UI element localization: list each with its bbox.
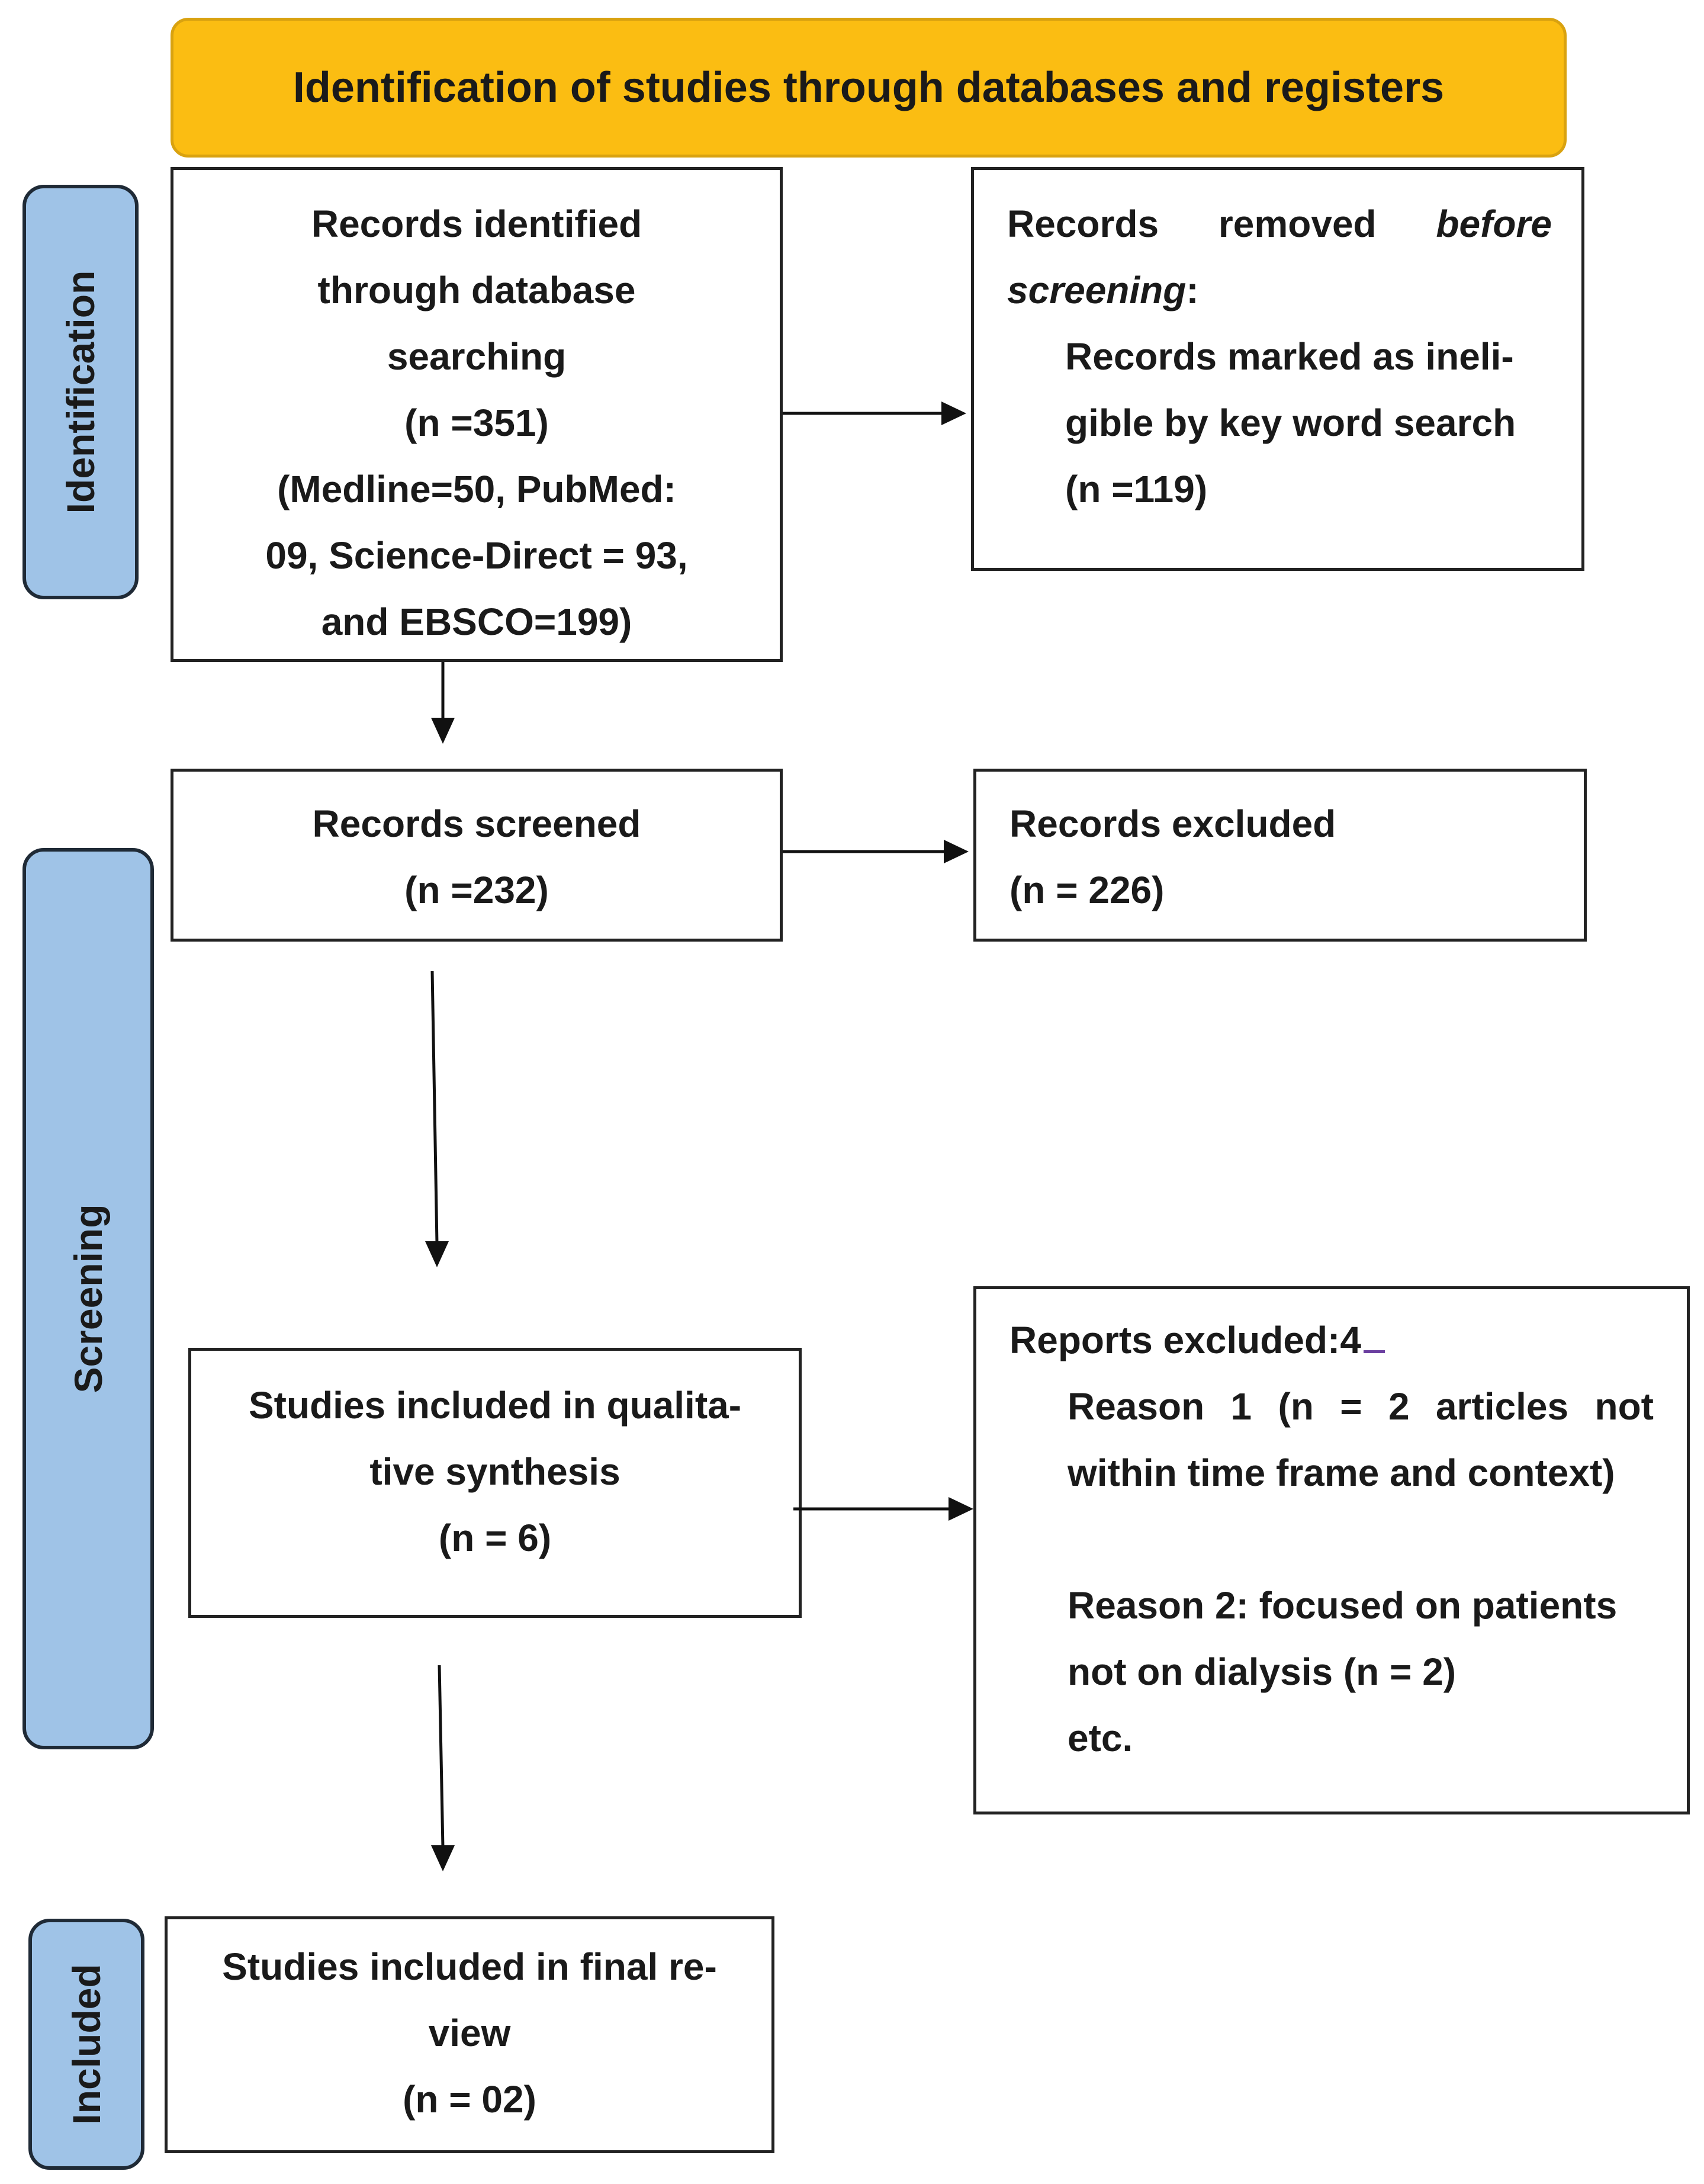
records-removed-subheading: screening: bbox=[1007, 257, 1552, 323]
etc-line: etc. bbox=[1068, 1717, 1133, 1759]
reports-excluded-title-text: Reports excluded:4 bbox=[1009, 1319, 1361, 1361]
final-review-box: Studies included in final re- view (n = … bbox=[165, 1916, 774, 2153]
records-identified-line: through database bbox=[317, 269, 636, 311]
records-identified-count: (n =351) bbox=[404, 402, 549, 444]
reason-2-line: not on dialysis (n = 2) bbox=[1068, 1650, 1457, 1693]
qualitative-synthesis-count: (n = 6) bbox=[438, 1517, 552, 1559]
records-removed-detail: gible by key word search bbox=[1065, 402, 1516, 444]
records-removed-word: Records bbox=[1007, 203, 1159, 245]
records-screened-box: Records screened (n =232) bbox=[171, 769, 783, 942]
reason-1: Reason 1 (n = 2 articles not within time… bbox=[1009, 1373, 1654, 1771]
records-excluded-box: Records excluded (n = 226) bbox=[973, 769, 1587, 942]
records-removed-box: Records removed before screening: Record… bbox=[971, 167, 1584, 571]
records-removed-detail: Records marked as ineli- bbox=[1065, 335, 1514, 378]
header-title: Identification of studies through databa… bbox=[292, 64, 1445, 111]
reason-1-word: Reason bbox=[1068, 1385, 1205, 1428]
records-screened-label: Records screened bbox=[312, 802, 641, 845]
reason-2-line: Reason 2: focused on patients bbox=[1068, 1584, 1618, 1627]
final-review-line: view bbox=[428, 2012, 511, 2054]
records-identified-line: and EBSCO=199) bbox=[321, 600, 632, 643]
reports-excluded-box: Reports excluded:4 Reason 1 (n = 2 artic… bbox=[973, 1286, 1690, 1814]
stage-identification: Identification bbox=[22, 185, 139, 599]
colon: : bbox=[1186, 269, 1199, 311]
reason-1-line-2: within time frame and context) bbox=[1068, 1451, 1615, 1494]
arrowhead bbox=[944, 840, 969, 863]
reason-1-line: Reason 1 (n = 2 articles not bbox=[1068, 1373, 1654, 1440]
reports-excluded-title: Reports excluded:4 bbox=[1009, 1307, 1654, 1373]
arrow-screened-to-qualitative bbox=[430, 971, 439, 1244]
records-removed-word: before bbox=[1436, 203, 1552, 245]
reason-1-word: = bbox=[1340, 1385, 1362, 1428]
records-identified-line: (Medline=50, PubMed: bbox=[277, 468, 676, 510]
reason-1-word: articles bbox=[1435, 1385, 1569, 1428]
screening-italic: screening bbox=[1007, 269, 1187, 311]
records-screened-count: (n =232) bbox=[404, 869, 549, 911]
stage-screening: Screening bbox=[22, 848, 154, 1749]
records-excluded-count: (n = 226) bbox=[1009, 869, 1165, 911]
arrow-qualitative-to-final bbox=[438, 1665, 445, 1848]
underline-mark bbox=[1363, 1350, 1385, 1353]
records-identified-line: Records identified bbox=[311, 203, 642, 245]
stage-included: Included bbox=[28, 1919, 144, 2170]
arrowhead bbox=[431, 1845, 455, 1871]
records-removed-heading: Records removed before bbox=[1007, 191, 1552, 257]
records-removed-word: removed bbox=[1218, 203, 1377, 245]
final-review-count: (n = 02) bbox=[403, 2078, 536, 2121]
arrowhead bbox=[941, 402, 966, 425]
identification-header: Identification of studies through databa… bbox=[171, 18, 1567, 158]
records-identified-line: searching bbox=[387, 335, 567, 378]
qualitative-synthesis-box: Studies included in qualita- tive synthe… bbox=[188, 1348, 802, 1618]
records-removed-count: (n =119) bbox=[1065, 468, 1208, 510]
reason-1-word: 2 bbox=[1388, 1385, 1410, 1428]
records-identified-line: 09, Science-Direct = 93, bbox=[265, 534, 688, 577]
reason-1-word: (n bbox=[1278, 1385, 1314, 1428]
records-identified-box: Records identified through database sear… bbox=[171, 167, 783, 662]
arrowhead bbox=[949, 1497, 973, 1521]
reason-1-word: 1 bbox=[1230, 1385, 1252, 1428]
reason-1-word: not bbox=[1594, 1385, 1654, 1428]
qualitative-synthesis-line: Studies included in qualita- bbox=[248, 1384, 742, 1427]
arrowhead bbox=[425, 1241, 449, 1267]
records-excluded-label: Records excluded bbox=[1009, 802, 1336, 845]
arrowhead bbox=[431, 718, 455, 744]
final-review-line: Studies included in final re- bbox=[222, 1945, 717, 1988]
qualitative-synthesis-line: tive synthesis bbox=[369, 1450, 620, 1493]
